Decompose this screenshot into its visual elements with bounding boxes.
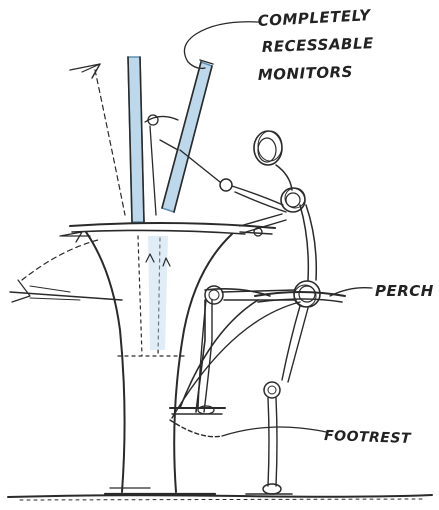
- monitors-label-line1: COMPLETELY: [257, 6, 372, 30]
- perch-label: PERCH: [375, 282, 434, 300]
- monitor-swing-arc: [70, 64, 125, 215]
- monitors-callout: [184, 22, 258, 69]
- left-monitor: [128, 57, 144, 222]
- footrest-label: FOOTREST: [324, 428, 412, 447]
- right-monitor: [162, 60, 213, 212]
- monitors-label-line3: MONITORS: [258, 63, 354, 84]
- monitors-label-line2: RECESSABLE: [262, 34, 375, 56]
- footrest-callout: [222, 427, 326, 436]
- monitors-label: COMPLETELY RECESSABLE MONITORS: [257, 6, 374, 84]
- floor-line: [8, 495, 432, 500]
- footrest-bar: [170, 408, 225, 437]
